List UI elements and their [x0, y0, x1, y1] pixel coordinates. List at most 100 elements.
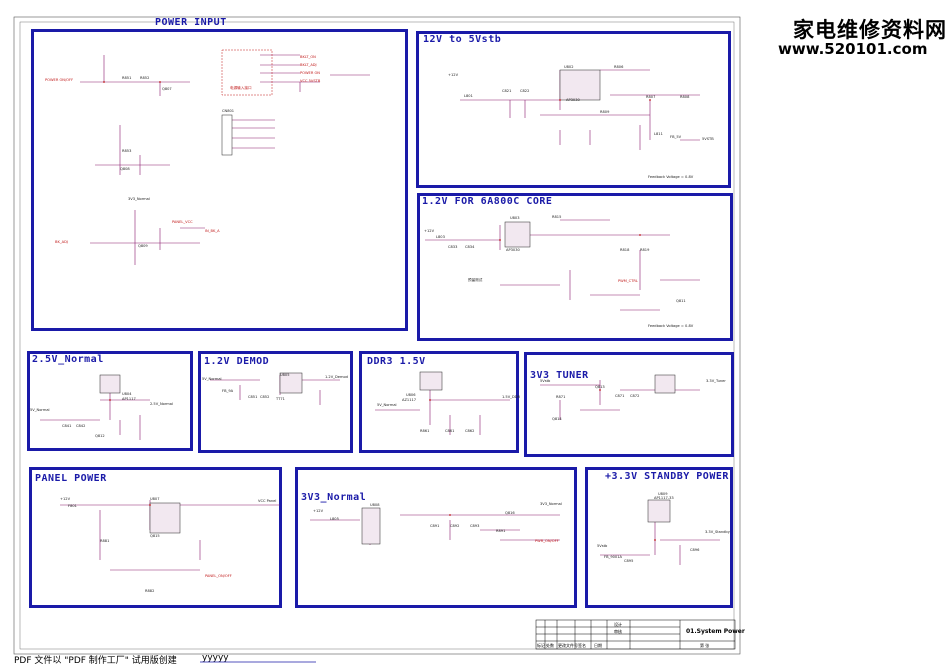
net-label: FB_5V [670, 135, 682, 139]
net-label: U802 [564, 65, 574, 69]
net-label: C834 [465, 245, 475, 249]
block-title: 1.2V FOR 6A800C CORE [422, 196, 553, 207]
net-label: C891 [430, 524, 440, 528]
footer-text: PDF 文件以 "PDF 制作工厂" 试用版创建 [14, 656, 177, 666]
net-label: R806 [614, 65, 624, 69]
net-label: R852 [140, 76, 150, 80]
net-label: U808 [370, 503, 380, 507]
net-label: VCC Panel [258, 499, 277, 503]
net-label: AP3030 [506, 248, 520, 252]
net-label: R891 [496, 529, 506, 533]
net-label: C842 [76, 424, 86, 428]
net-label: PANEL_ON/OFF [205, 574, 232, 578]
net-label: C861 [445, 429, 455, 433]
block-ddr3 [359, 351, 519, 453]
net-label: +12V [448, 73, 459, 77]
footer-link[interactable]: yyyyy [202, 653, 229, 663]
net-label: PANEL_VCC [172, 220, 193, 224]
net-label: 预留测试 [468, 278, 483, 282]
net-label: U807 [150, 497, 160, 501]
net-label: R861 [420, 429, 430, 433]
block-standby [585, 467, 733, 608]
net-label: 5V_Normal [30, 408, 50, 412]
net-label: Q813 [595, 385, 605, 389]
title-block-header: 日期 [594, 643, 602, 648]
net-label: R808 [680, 95, 690, 99]
block-title: PANEL POWER [35, 473, 107, 484]
net-label: Q809 [138, 244, 148, 248]
net-label: R871 [556, 395, 566, 399]
net-label: POWER ON/OFF [45, 78, 74, 82]
net-label: 5V_Normal [377, 403, 397, 407]
net-label: Q816 [505, 511, 515, 515]
net-label: Feedback Voltage = 0.8V [648, 175, 694, 179]
net-label: L805 [330, 517, 339, 521]
net-label: +12V [424, 229, 435, 233]
block-power-input [31, 29, 408, 331]
net-label: U809 [658, 492, 668, 496]
net-label: C821 [502, 89, 512, 93]
block-title: 12V to 5Vstb [423, 34, 502, 45]
block-title: 1.2V DEMOD [204, 356, 270, 367]
net-label: U804 [122, 392, 132, 396]
net-label: C871 [615, 394, 625, 398]
net-label: C892 [450, 524, 460, 528]
net-label: TT71 [276, 397, 285, 401]
block-panel-power [29, 467, 282, 608]
net-label: L801 [464, 94, 473, 98]
net-label: Q815 [150, 534, 160, 538]
net-label: 3.3V_Standby [705, 530, 730, 534]
block-3v3-normal [295, 467, 577, 608]
net-label: C895 [624, 559, 634, 563]
net-label: 3.3V_Tuner [706, 379, 726, 383]
block-title: DDR3 1.5V [367, 356, 426, 367]
net-label: R851 [122, 76, 132, 80]
block-title: +3.3V STANDBY POWER [605, 471, 729, 482]
title-block-header: 签名 [578, 643, 586, 648]
title-block-header: 标记 [537, 643, 545, 648]
net-label: 3V3_Normal [128, 197, 150, 201]
net-label: BK_ADJ [55, 240, 68, 244]
net-label: FB_9001A [604, 555, 622, 559]
net-label: R815 [552, 215, 562, 219]
net-label: FB_9A [222, 389, 234, 393]
net-label: 5Vstb [540, 379, 551, 383]
title-block-side: 审核 [614, 629, 622, 634]
net-label: R809 [600, 110, 610, 114]
net-label: R882 [145, 589, 155, 593]
net-label: C822 [520, 89, 530, 93]
net-label: C852 [260, 395, 270, 399]
block-12v-to-5vstb [416, 31, 731, 188]
net-label: AP3030 [566, 98, 580, 102]
net-label: AZ1117 [402, 398, 417, 402]
net-label: R819 [640, 248, 650, 252]
net-label: Q812 [95, 434, 105, 438]
watermark-url: www.520101.com [778, 40, 928, 58]
block-title: POWER INPUT [155, 17, 227, 28]
net-label: U806 [406, 393, 416, 397]
net-label: 1.5V_DDR [502, 395, 521, 399]
net-label: R807 [646, 95, 656, 99]
net-label: Feedback Voltage = 0.8V [648, 324, 694, 328]
net-label: BKLT_ON [300, 55, 316, 59]
net-label: POWER ON [300, 71, 320, 75]
net-label: C851 [248, 395, 258, 399]
block-title: 2.5V_Normal [32, 354, 104, 365]
title-block-header: 处数 [546, 643, 554, 648]
net-label: Q811 [676, 299, 686, 303]
net-label: 电源输入接口 [230, 86, 252, 90]
net-label: R818 [620, 248, 630, 252]
net-label: C893 [470, 524, 480, 528]
net-label: 5V_Normal [202, 377, 222, 381]
net-label: Q808 [120, 167, 130, 171]
net-label: C872 [630, 394, 640, 398]
net-label: F801 [68, 504, 77, 508]
net-label: 5Vstb [597, 544, 608, 548]
title-block-side: 设计 [614, 622, 622, 627]
block-2v5-normal [27, 351, 193, 451]
